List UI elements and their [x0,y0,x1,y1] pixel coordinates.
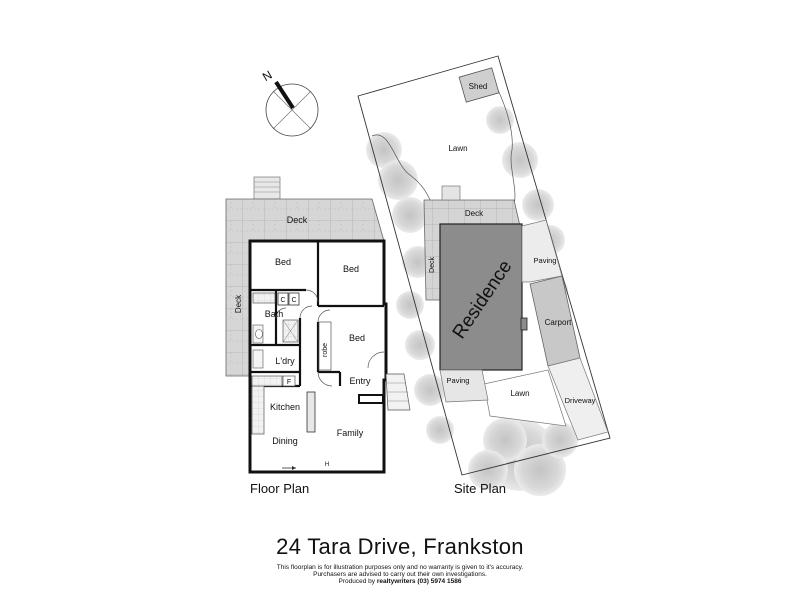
site-label-lawn-back: Lawn [448,144,467,153]
fireplace [358,394,384,404]
site-lawn-front [483,369,567,427]
cupboard-2 [288,292,300,306]
site-label-shed: Shed [469,82,488,91]
floor-label-bath: Bath [265,309,284,319]
site-label-deck-side: Deck [429,257,436,273]
kitchen-bench [251,385,265,435]
disclaimer-line-1: This floorplan is for illustration purpo… [276,564,524,571]
floor-label-bed-1: Bed [275,257,291,267]
floor-label-deck-side: Deck [234,294,243,313]
floor-label-deck-top: Deck [287,215,308,225]
property-address-title: 24 Tara Drive, Frankston [276,534,524,559]
site-deck-stairs [441,185,461,201]
site-residence [439,223,523,371]
floor-label-cupboard-2: C [291,297,296,304]
site-shed [458,67,500,103]
site-label-lawn-front: Lawn [510,389,529,398]
disclaimer-line-3: Produced by realtywriters (03) 5974 1586 [0,578,800,586]
robe-cupboard [318,321,332,371]
site-plan-caption: Site Plan [454,481,506,496]
floor-label-bed-3: Bed [349,333,365,343]
site-label-paving-right: Paving [534,256,557,265]
floor-label-entry: Entry [349,376,371,386]
kitchen-bench-top [251,375,283,387]
north-label: N [260,68,275,84]
internal-walls [250,241,384,388]
site-plan: Shed Lawn Deck Deck Residence Paving Car… [357,55,611,496]
floor-label-family: Family [337,428,364,438]
producer-phone: (03) 5974 1586 [417,578,462,585]
floor-label-laundry: L'dry [275,356,295,366]
floor-label-kitchen: Kitchen [270,402,300,412]
site-label-driveway: Driveway [565,396,596,405]
site-trees [366,106,578,496]
floor-label-heater: H [325,462,329,468]
bath-fixtures [252,292,299,344]
site-label-paving-left: Paving [447,376,470,385]
deck-stairs [253,176,281,200]
kitchen-island [306,391,316,433]
fridge-space [282,375,296,387]
toilet [255,329,263,339]
floor-label-cupboard-1: C [280,297,285,304]
site-label-deck-top: Deck [465,209,484,218]
floor-label-robe: robe [322,343,329,357]
lot-boundary [357,55,611,476]
entry-steps [385,373,411,411]
floor-plan-caption: Floor Plan [250,481,309,496]
north-arrow [274,80,295,110]
site-paving-right [521,219,563,283]
producer-brand: realtywriters [376,578,416,585]
site-label-carport: Carport [545,318,572,327]
site-driveway [547,357,609,441]
compass: N [260,68,319,137]
floor-label-dining: Dining [272,436,298,446]
door-swings [275,289,385,387]
floor-plan: Deck Deck Bed Bed Bed Bath L'dry robe En… [225,176,411,474]
cupboard-1 [277,292,289,306]
floor-label-fridge: F [287,379,291,386]
site-paving-left [439,369,489,403]
bathtub [252,292,276,304]
producer-prefix: Produced by [338,578,376,585]
site-residence-entry [520,317,528,331]
laundry-tub [252,349,264,369]
floor-label-bed-2: Bed [343,264,359,274]
compass-circle [265,83,319,137]
disclaimer-line-2: Purchasers are advised to carry out thei… [313,571,487,578]
